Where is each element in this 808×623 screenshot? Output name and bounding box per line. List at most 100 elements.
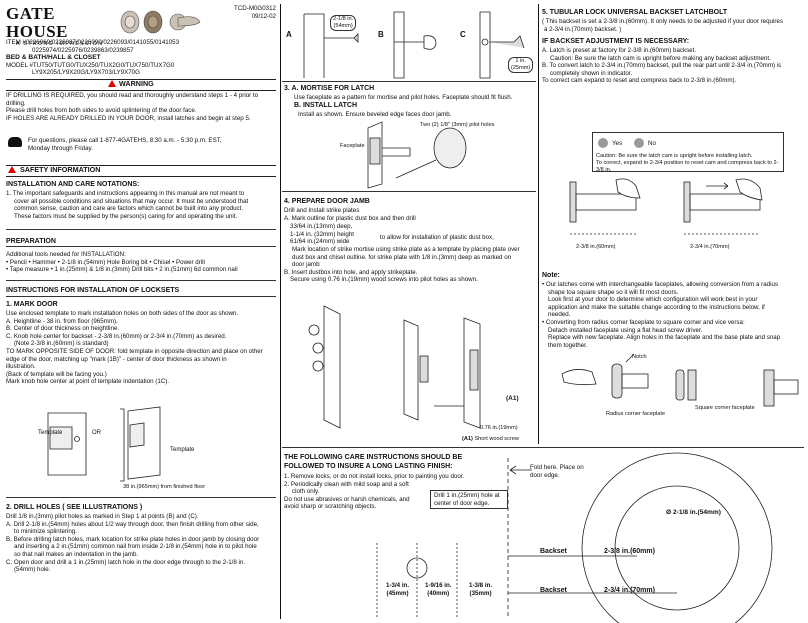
step2-text: Drill 1/8 in.(3mm) pilot holes as marked…: [6, 513, 260, 574]
hand: [735, 178, 763, 201]
yes-label: Yes: [612, 140, 623, 147]
column-divider: [538, 4, 539, 444]
faceplate-label: Faceplate: [340, 143, 365, 149]
step4-figure: [308, 305, 481, 429]
adjust-text: A. Latch is preset at factory for 2-3/8 …: [542, 47, 782, 85]
hand: [615, 178, 641, 199]
jamb: [403, 319, 419, 421]
step5-text: ( This backset is set a 2-3/8 in.(60mm).…: [542, 18, 783, 33]
jamb: [323, 305, 341, 429]
faceplate-parts: [687, 369, 697, 401]
fig-a-dimension: 2-1/8 in.(54mm): [330, 15, 357, 31]
note-text: • Our latches come with interchangeable …: [542, 281, 781, 349]
radius-faceplate-label: Radius corner faceplate: [606, 411, 666, 417]
list-item: 61/64 in.(24mm) wide: [290, 238, 350, 246]
latch-adjust-figure: [569, 178, 763, 235]
model-line: LY9X205/LY9X20G/LY9X703/LY9X70G: [32, 69, 140, 77]
latch-faceplate: [569, 181, 577, 223]
divider: [282, 81, 536, 82]
item-line: ITEM #0226069/0226087/0226090/0226093/01…: [6, 39, 180, 46]
screw-label: (A1) Short wood screw: [462, 436, 519, 442]
tools-list: Additional tools needed for INSTALLATION…: [6, 251, 238, 274]
no-label: No: [648, 140, 656, 147]
warning-icon: [108, 80, 116, 87]
thickness-45: 1-3/4 in.(45mm): [386, 582, 410, 597]
instructions-title: INSTRUCTIONS FOR INSTALLATION OF LOCKSET…: [6, 287, 180, 294]
doc-code: TCD-M0G0312 09/12-02: [234, 5, 276, 20]
pilot-holes-label: Two (2) 1/8" (3mm) pilot holes: [420, 122, 495, 128]
step4-list: 33/64 in.(13mm) deep, 1-1/4 in. (32mm) h…: [290, 223, 536, 246]
faceplate: [369, 137, 381, 165]
knob-image: [143, 10, 163, 34]
safety-title: SAFETY INFORMATION: [8, 165, 100, 174]
latch-figure: [367, 121, 467, 189]
drill-note: Drill 1 in.(25mm) hole at center of door…: [430, 490, 508, 510]
square-faceplate-label: Square corner faceplate: [695, 405, 755, 411]
faceplate-figure: [561, 353, 799, 407]
step4-side-note: to allow for installation of plastic dus…: [380, 234, 494, 241]
fig-c-dimension: 1 in.(25mm): [508, 57, 534, 73]
step3-title: 3. A. MORTISE FOR LATCH: [284, 85, 375, 92]
latch-body: [689, 193, 761, 211]
step4-title: 4. PREPARE DOOR JAMB: [284, 198, 370, 205]
pointer-line: [625, 353, 635, 363]
divider: [6, 280, 276, 281]
radius-faceplate: [611, 363, 623, 399]
drill-tool: [324, 33, 359, 43]
fig-label-a: A: [286, 30, 292, 39]
faceplate-parts: [675, 369, 685, 401]
dust-box: [419, 355, 429, 383]
drill-tool: [490, 35, 525, 49]
step1-title: 1. MARK DOOR: [6, 301, 58, 308]
product-name: BED & BATH/HALL & CLOSET: [6, 54, 101, 62]
item-line: 0225974/0225976/0239863/0239857: [32, 46, 134, 54]
step1-figure: [47, 406, 161, 482]
hand: [423, 35, 437, 50]
latch-body: [575, 193, 637, 211]
bore-circle: [581, 452, 773, 623]
square-faceplate: [763, 369, 775, 407]
hand: [561, 369, 597, 386]
dim-60-label: 2-3/8 in.(60mm): [576, 244, 616, 250]
template-sheet: [49, 426, 73, 450]
step1-text: Use enclosed template to mark installati…: [6, 310, 263, 386]
step3b-text: Install as shown. Ensure beveled edge fa…: [298, 111, 452, 118]
warning-icon: [8, 166, 16, 173]
step3b-title: B. INSTALL LATCH: [294, 102, 357, 109]
list-item: 33/64 in.(13mm) deep,: [290, 223, 353, 230]
backset2-label: Backset: [540, 587, 567, 594]
knob-image: [120, 10, 140, 34]
a1-label: (A1): [506, 395, 519, 402]
warning-title: WARNING: [108, 79, 154, 88]
brand-tagline: A STRONG IMPRESSION: [16, 41, 104, 47]
note-title: Note:: [542, 272, 560, 279]
door-edge: [393, 11, 405, 79]
step3-text: Use faceplate as a pattern for mortise a…: [294, 94, 513, 101]
lever-image: [169, 13, 201, 31]
door-edge: [479, 11, 491, 79]
fig-floor-label: 38 in.(965mm) from finished floor: [123, 484, 206, 490]
step5-title: 5. TUBULAR LOCK UNIVERSAL BACKSET LATCHB…: [542, 9, 728, 16]
step-marker: [308, 324, 320, 336]
step4-text: Drill and Install strike plates A. Mark …: [284, 207, 416, 222]
warning-text: IF DRILLING IS REQUIRED, you should read…: [6, 92, 259, 122]
door-edge: [367, 121, 383, 189]
latch-faceplate: [683, 181, 691, 223]
thickness-35: 1-3/8 in.(35mm): [469, 582, 493, 597]
divider: [282, 447, 804, 448]
template-sheet: [129, 422, 145, 448]
backset1-value: 2-3/8 in.(60mm): [604, 548, 655, 555]
notations-text: 1. The important safeguards and instruct…: [6, 190, 249, 220]
brand-logo: GATE HOUSE A STRONG IMPRESSION: [6, 5, 106, 48]
preparation-title: PREPARATION: [6, 238, 56, 245]
divider: [6, 229, 276, 230]
notch-label: Notch: [632, 354, 647, 360]
fold-note: Fold here. Place on door edge.: [530, 464, 584, 479]
caution-box: [592, 132, 784, 172]
adjust-title: IF BACKSET ADJUSTMENT IS NECESSARY:: [542, 38, 690, 45]
step2-title: 2. DRILL HOLES ( SEE ILLUSTRATIONS ): [6, 504, 143, 511]
fig-or-label: OR: [92, 430, 101, 436]
warning-bar: [6, 79, 276, 91]
phone-icon: [8, 137, 22, 147]
fig-template-label: Template: [170, 447, 195, 453]
